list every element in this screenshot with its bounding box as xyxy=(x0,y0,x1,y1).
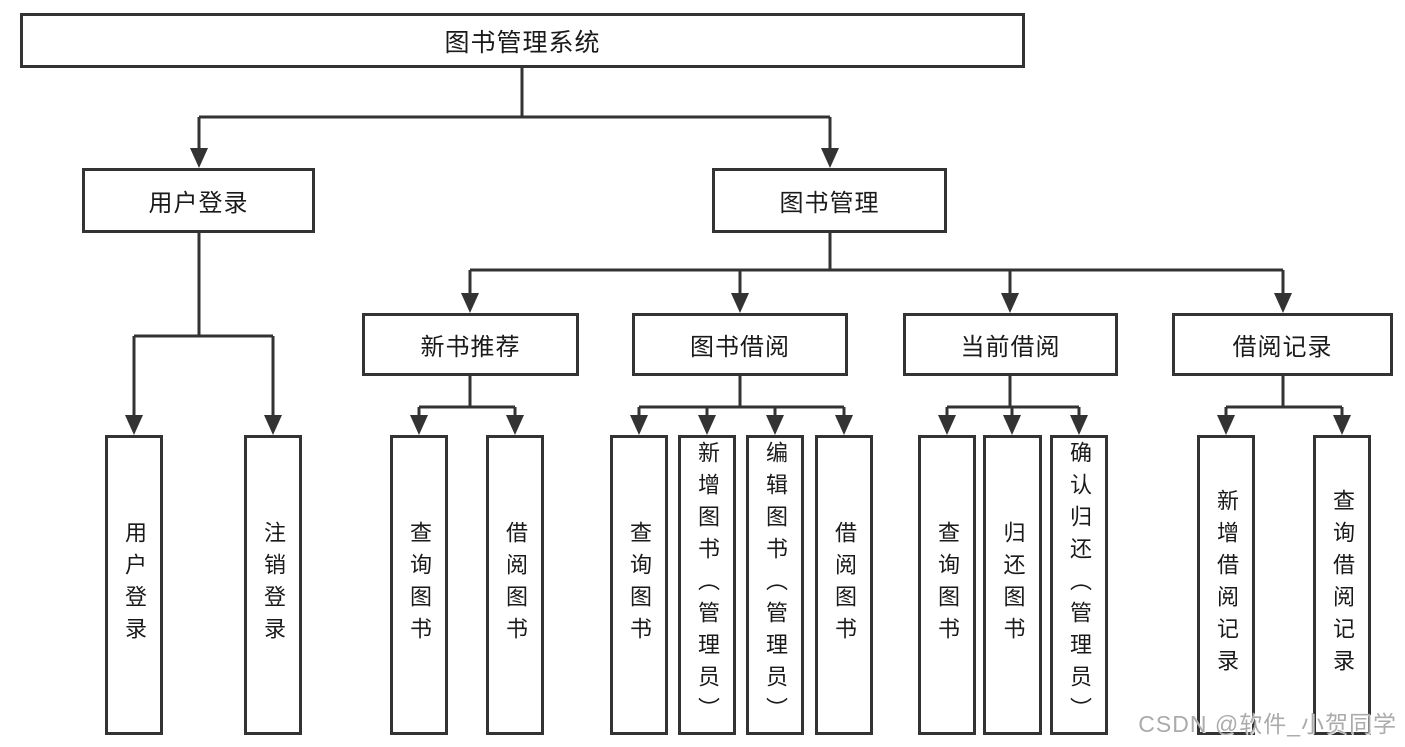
node-query-books-current-label: 查询图书 xyxy=(935,521,960,649)
node-current-borrowing: 当前借阅 xyxy=(903,313,1118,376)
node-library-management-system: 图书管理系统 xyxy=(20,13,1025,68)
node-add-borrow-record: 新增借阅记录 xyxy=(1197,435,1255,735)
node-borrow-books-recommend: 借阅图书 xyxy=(486,435,544,735)
node-confirm-return-admin-label: 确认归还（管理员） xyxy=(1067,441,1092,729)
node-borrow-books: 借阅图书 xyxy=(815,435,873,735)
node-user-login: 用户登录 xyxy=(105,435,163,735)
node-return-books: 归还图书 xyxy=(983,435,1042,735)
node-add-books-admin-label: 新增图书（管理员） xyxy=(695,441,720,729)
node-new-book-recommendation: 新书推荐 xyxy=(362,313,579,376)
node-query-books-current: 查询图书 xyxy=(918,435,976,735)
node-logout-login: 注销登录 xyxy=(244,435,302,735)
node-add-books-admin: 新增图书（管理员） xyxy=(678,435,736,735)
node-user-login-label: 用户登录 xyxy=(122,521,147,649)
node-borrowing-records: 借阅记录 xyxy=(1172,313,1393,376)
node-query-borrow-record: 查询借阅记录 xyxy=(1313,435,1371,735)
node-confirm-return-admin: 确认归还（管理员） xyxy=(1050,435,1108,735)
node-book-management: 图书管理 xyxy=(712,168,947,233)
node-add-borrow-record-label: 新增借阅记录 xyxy=(1214,489,1239,681)
node-query-books-borrowing-label: 查询图书 xyxy=(627,521,652,649)
node-user-login-branch: 用户登录 xyxy=(82,168,315,233)
node-edit-books-admin-label: 编辑图书（管理员） xyxy=(763,441,788,729)
node-borrow-books-label: 借阅图书 xyxy=(832,521,857,649)
node-logout-login-label: 注销登录 xyxy=(261,521,286,649)
node-query-books-borrowing: 查询图书 xyxy=(610,435,668,735)
node-query-books-recommend: 查询图书 xyxy=(390,435,448,735)
node-query-books-recommend-label: 查询图书 xyxy=(407,521,432,649)
csdn-watermark: CSDN @软件_小贺同学 xyxy=(1138,711,1397,737)
node-query-borrow-record-label: 查询借阅记录 xyxy=(1330,489,1355,681)
node-book-borrowing: 图书借阅 xyxy=(632,313,848,376)
node-edit-books-admin: 编辑图书（管理员） xyxy=(746,435,804,735)
node-borrow-books-recommend-label: 借阅图书 xyxy=(503,521,528,649)
node-return-books-label: 归还图书 xyxy=(1000,521,1026,649)
